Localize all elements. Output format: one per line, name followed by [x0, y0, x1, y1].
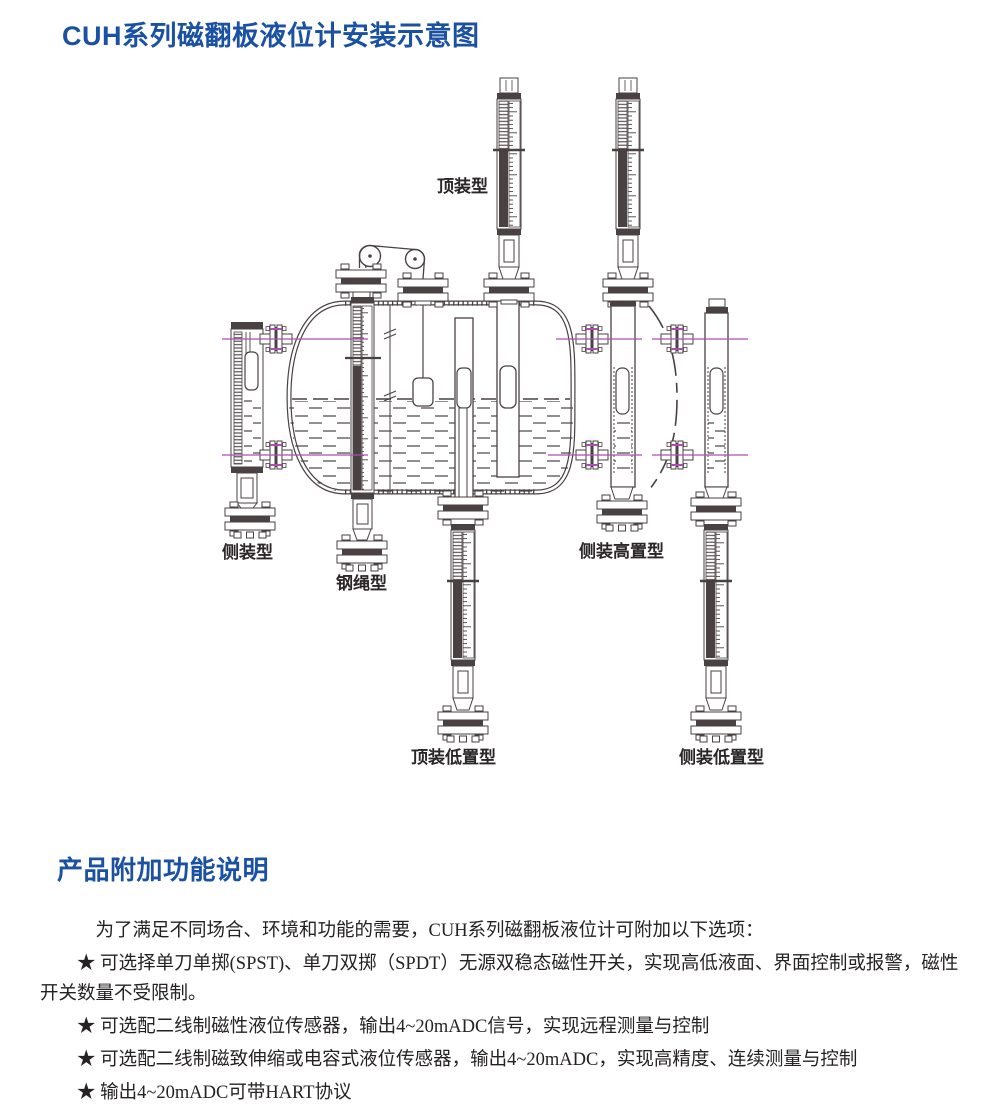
- feature-item: ★ 输出4~20mADC可带HART协议: [77, 1083, 352, 1103]
- label-side-low: 侧装低置型: [679, 747, 764, 767]
- label-top-mounted: 顶装型: [437, 176, 488, 196]
- phantom-vessel-head: [648, 305, 678, 491]
- section-title: 产品附加功能说明: [57, 855, 270, 885]
- side-mounted-gauge: [223, 322, 277, 539]
- label-side-high: 侧装高置型: [579, 541, 664, 561]
- feature-item: ★ 可选配二线制磁致伸缩或电容式液位传感器，输出4~20mADC，实现高精度、连…: [77, 1050, 858, 1070]
- feature-item: ★ 可选配二线制磁性液位传感器，输出4~20mADC信号，实现远程测量与控制: [77, 1017, 710, 1037]
- top-mounted-gauge-1: [482, 77, 536, 478]
- installation-diagram: 顶装型 侧装型 钢绳型 侧装高置型 顶装低置型 侧装低置型: [222, 77, 764, 767]
- tank-liquid: [289, 401, 573, 492]
- side-low-gauge: [689, 298, 743, 743]
- top-mounted-gauge-2: [601, 77, 655, 309]
- top-low-gauge: [436, 317, 490, 743]
- feature-description: 为了满足不同场合、环境和功能的需要，CUH系列磁翻板液位计可附加以下选项： ★ …: [40, 916, 962, 1108]
- label-top-low: 顶装低置型: [411, 747, 496, 767]
- feature-item: ★ 可选择单刀单掷(SPST)、单刀双掷（SPDT）无源双稳态磁性开关，实现高低…: [40, 954, 959, 1004]
- label-side-mounted: 侧装型: [222, 542, 273, 562]
- nozzle-centerlines: [222, 338, 748, 456]
- feature-intro: 为了满足不同场合、环境和功能的需要，CUH系列磁翻板液位计可附加以下选项：: [95, 921, 764, 941]
- tank-vessel: [286, 300, 576, 495]
- label-steel-rope: 钢绳型: [336, 573, 387, 593]
- page-title: CUH系列磁翻板液位计安装示意图: [62, 21, 480, 51]
- steel-rope-gauge: [334, 244, 450, 572]
